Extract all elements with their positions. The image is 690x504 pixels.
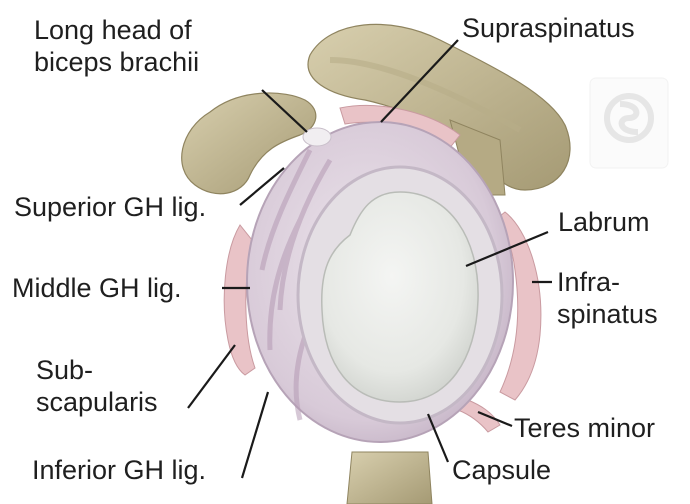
label-superior-gh-lig: Superior GH lig. (14, 192, 207, 222)
label-long-head-biceps: Long head of biceps brachii (34, 15, 200, 77)
leader-labrum (465, 230, 549, 268)
biceps-origin (302, 127, 332, 147)
label-teres-minor: Teres minor (514, 413, 656, 443)
label-capsule: Capsule (452, 455, 552, 485)
leader-supraspinatus (380, 39, 459, 123)
leader-inferior-gh (240, 391, 270, 479)
leader-subscapularis (187, 344, 236, 409)
leader-capsule (426, 413, 450, 463)
teres-minor-muscle (457, 399, 501, 433)
coracoid (181, 92, 317, 195)
label-inferior-gh-lig: Inferior GH lig. (32, 455, 207, 485)
label-labrum: Labrum (558, 207, 650, 237)
leader-long-head (261, 89, 308, 133)
label-supraspinatus: Supraspinatus (462, 13, 635, 43)
scapula-neck (346, 451, 433, 504)
infraspinatus-muscle (494, 211, 542, 401)
leader-teres-minor (477, 410, 513, 428)
medical-logo-icon (589, 77, 669, 169)
label-subscapularis: Sub- scapularis (36, 355, 158, 417)
leader-superior-gh (239, 167, 285, 206)
label-infraspinatus: Infra- spinatus (557, 267, 658, 329)
glenoid-cartilage (321, 191, 479, 403)
label-middle-gh-lig: Middle GH lig. (12, 273, 182, 303)
